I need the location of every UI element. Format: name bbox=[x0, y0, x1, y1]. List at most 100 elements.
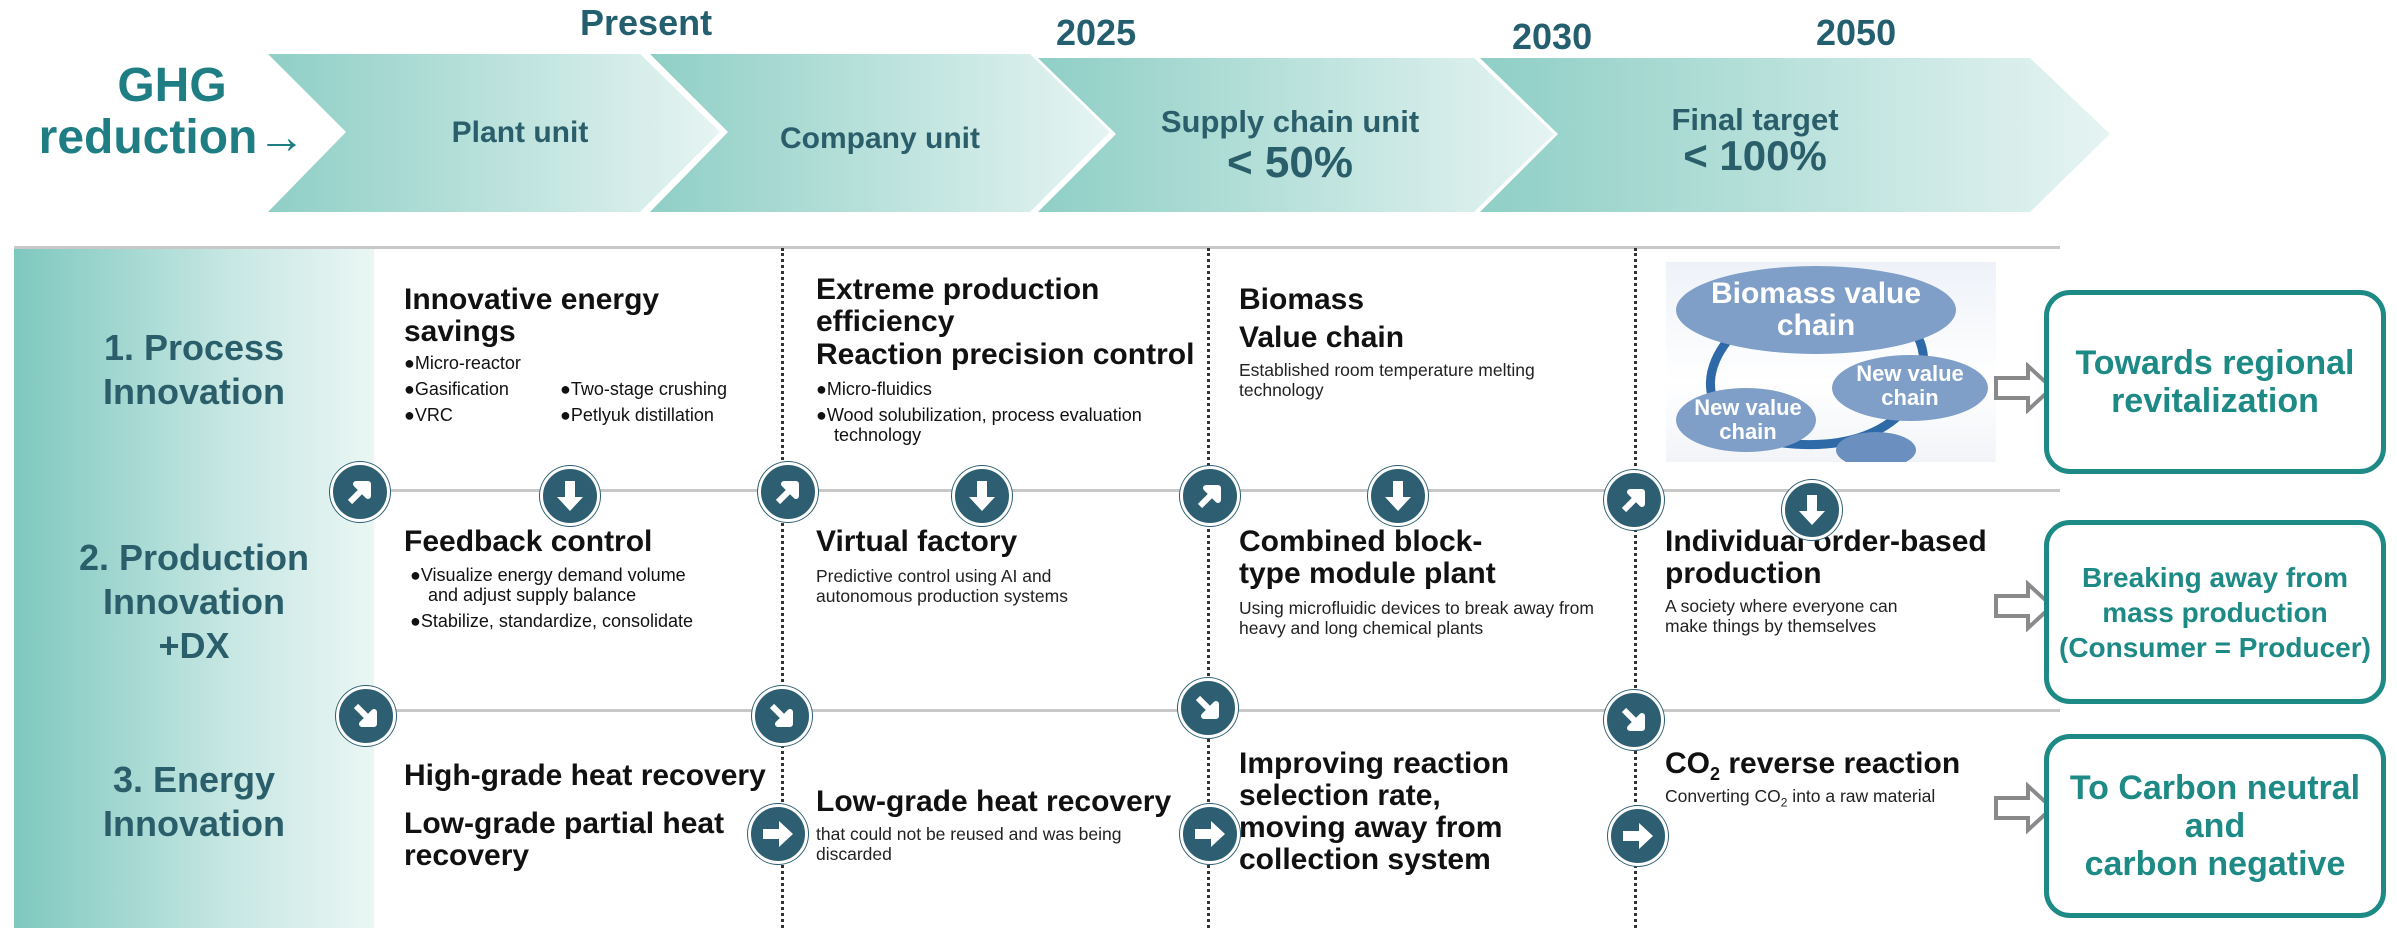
energy-c4-title-post: reverse reaction bbox=[1720, 747, 1961, 780]
production-c3-note-1: Using microfluidic devices to break away… bbox=[1239, 598, 1594, 618]
ghg-line1: GHG bbox=[117, 59, 227, 112]
target-mass-production: Breaking away from mass production (Cons… bbox=[2044, 520, 2386, 704]
process-c3-note-1: Established room temperature melting bbox=[1239, 360, 1535, 380]
target-carbon-line3: carbon negative bbox=[2084, 845, 2346, 883]
year-present: Present bbox=[580, 2, 713, 43]
down-arrow-icon bbox=[1368, 466, 1428, 526]
process-c1-bullet-petlyuk: ●Petlyuk distillation bbox=[560, 405, 714, 425]
column-divider-3 bbox=[1634, 248, 1637, 928]
production-c3-title-2: type module plant bbox=[1239, 557, 1496, 590]
energy-c4-note-sub: 2 bbox=[1780, 795, 1788, 810]
target-regional-line1: Towards regional bbox=[2075, 344, 2355, 382]
process-c1-bullet-gasification: ●Gasification bbox=[404, 379, 509, 399]
process-c2-bullet-wood-cont: technology bbox=[834, 425, 922, 445]
process-c2-bullet-wood: ●Wood solubilization, process evaluation bbox=[816, 405, 1142, 425]
row-label-energy-line2: Innovation bbox=[103, 803, 285, 844]
column-divider-2 bbox=[1207, 248, 1210, 928]
target-mass-line3: (Consumer = Producer) bbox=[2059, 631, 2371, 663]
process-c2-title-1: Extreme production bbox=[816, 273, 1100, 306]
process-c3-title-1: Biomass bbox=[1239, 283, 1365, 316]
ellipse-new-value-chain-left: New value chain bbox=[1678, 396, 1818, 444]
chevron-value-final: < 100% bbox=[1683, 132, 1827, 179]
down-right-arrow-icon bbox=[1604, 690, 1664, 750]
chevron-value-supply: < 50% bbox=[1227, 138, 1353, 187]
ellipse-right-line2: chain bbox=[1881, 385, 1939, 410]
process-c2-title-3: Reaction precision control bbox=[816, 338, 1195, 371]
process-c1-title-1: Innovative energy bbox=[404, 283, 660, 316]
production-c3-title-1: Combined block- bbox=[1239, 525, 1483, 558]
energy-c1-title-2: Low-grade partial heat bbox=[404, 807, 725, 840]
chevron-label-company: Company unit bbox=[780, 122, 980, 155]
down-arrow-icon bbox=[1782, 480, 1842, 540]
row-label-process: 1. Process Innovation bbox=[14, 326, 374, 414]
energy-c3-title-2: selection rate, bbox=[1239, 779, 1441, 812]
target-regional-line2: revitalization bbox=[2111, 382, 2319, 420]
chevron-supply-chain-unit bbox=[1038, 58, 1554, 212]
ellipse-main-line2: chain bbox=[1776, 309, 1856, 342]
production-c4-note-2: make things by themselves bbox=[1665, 616, 1877, 636]
down-right-arrow-icon bbox=[752, 686, 812, 746]
down-arrow-icon bbox=[540, 466, 600, 526]
row-label-energy-line1: 3. Energy bbox=[112, 759, 276, 800]
biomass-value-chain-illustration: Biomass value chain New value chain New … bbox=[1666, 262, 1996, 462]
down-right-arrow-icon bbox=[1178, 678, 1238, 738]
energy-c1-title-3: recovery bbox=[404, 839, 530, 872]
target-regional-revitalization: Towards regional revitalization bbox=[2044, 290, 2386, 474]
process-c2-bullet-microfluidics: ●Micro-fluidics bbox=[816, 379, 932, 399]
right-arrow-icon bbox=[1180, 804, 1240, 864]
production-c1-bullet-visualize-cont: and adjust supply balance bbox=[428, 585, 637, 605]
energy-c3-title-4: collection system bbox=[1239, 843, 1491, 876]
row-label-process-line2: Innovation bbox=[103, 371, 285, 412]
energy-c4-title: CO2 reverse reaction bbox=[1665, 748, 1960, 790]
row-label-production-line3: +DX bbox=[158, 625, 230, 666]
up-right-arrow-icon bbox=[330, 462, 390, 522]
production-c1-bullet-stabilize: ●Stabilize, standardize, consolidate bbox=[410, 611, 694, 631]
process-c1-bullet-vrc: ●VRC bbox=[404, 405, 453, 425]
energy-c2-note-1: that could not be reused and was being bbox=[816, 824, 1122, 844]
ellipse-left-line2: chain bbox=[1719, 419, 1777, 444]
down-arrow-icon bbox=[952, 466, 1012, 526]
row-label-production-line2: Innovation bbox=[103, 581, 285, 622]
up-right-arrow-icon bbox=[1180, 466, 1240, 526]
process-c3-note-2: technology bbox=[1239, 380, 1324, 400]
ellipse-new-value-chain-right: New value chain bbox=[1840, 362, 1980, 410]
process-c3-title-2: Value chain bbox=[1239, 321, 1405, 354]
production-c4-title-2: production bbox=[1665, 557, 1822, 590]
target-carbon-line2: and bbox=[2184, 807, 2246, 845]
process-c1-title-2: savings bbox=[404, 315, 516, 348]
hollow-right-arrow-icon bbox=[1994, 580, 2055, 632]
year-2050: 2050 bbox=[1816, 12, 1897, 53]
column-divider-1 bbox=[781, 248, 784, 928]
ellipse-main-line1: Biomass value bbox=[1710, 277, 1922, 310]
energy-c4-note: Converting CO2 into a raw material bbox=[1665, 786, 1935, 813]
production-c2-title: Virtual factory bbox=[816, 525, 1018, 558]
ellipse-right-line1: New value bbox=[1856, 361, 1964, 386]
energy-c3-title-1: Improving reaction bbox=[1239, 747, 1510, 780]
production-c1-title: Feedback control bbox=[404, 525, 653, 558]
year-2025: 2025 bbox=[1056, 12, 1137, 53]
timeline-chevrons bbox=[268, 54, 2110, 212]
production-c2-note-1: Predictive control using AI and bbox=[816, 566, 1052, 586]
hollow-right-arrow-icon bbox=[1994, 782, 2055, 834]
row-label-process-line1: 1. Process bbox=[103, 327, 285, 368]
energy-c4-title-pre: CO bbox=[1665, 747, 1710, 780]
chevron-label-plant: Plant unit bbox=[451, 116, 589, 149]
target-carbon-line1: To Carbon neutral bbox=[2069, 769, 2361, 807]
production-c4-note-1: A society where everyone can bbox=[1665, 596, 1898, 616]
chevron-plant-unit bbox=[268, 54, 720, 212]
energy-c2-title: Low-grade heat recovery bbox=[816, 785, 1172, 818]
row-label-production: 2. Production Innovation +DX bbox=[14, 536, 374, 668]
target-mass-line2: mass production bbox=[2102, 596, 2328, 628]
row-label-energy: 3. Energy Innovation bbox=[14, 758, 374, 846]
chevron-company-unit bbox=[650, 54, 1110, 212]
up-right-arrow-icon bbox=[758, 462, 818, 522]
ellipse-left-line1: New value bbox=[1694, 395, 1802, 420]
energy-c3-title-3: moving away from bbox=[1239, 811, 1503, 844]
production-c2-note-2: autonomous production systems bbox=[816, 586, 1068, 606]
year-2030: 2030 bbox=[1512, 16, 1593, 57]
process-c1-bullet-microreactor: ●Micro-reactor bbox=[404, 353, 521, 373]
right-arrow-icon bbox=[1608, 806, 1668, 866]
up-right-arrow-icon bbox=[1604, 470, 1664, 530]
value-chain-ring bbox=[1676, 266, 1988, 462]
energy-c4-note-post: into a raw material bbox=[1787, 786, 1936, 806]
